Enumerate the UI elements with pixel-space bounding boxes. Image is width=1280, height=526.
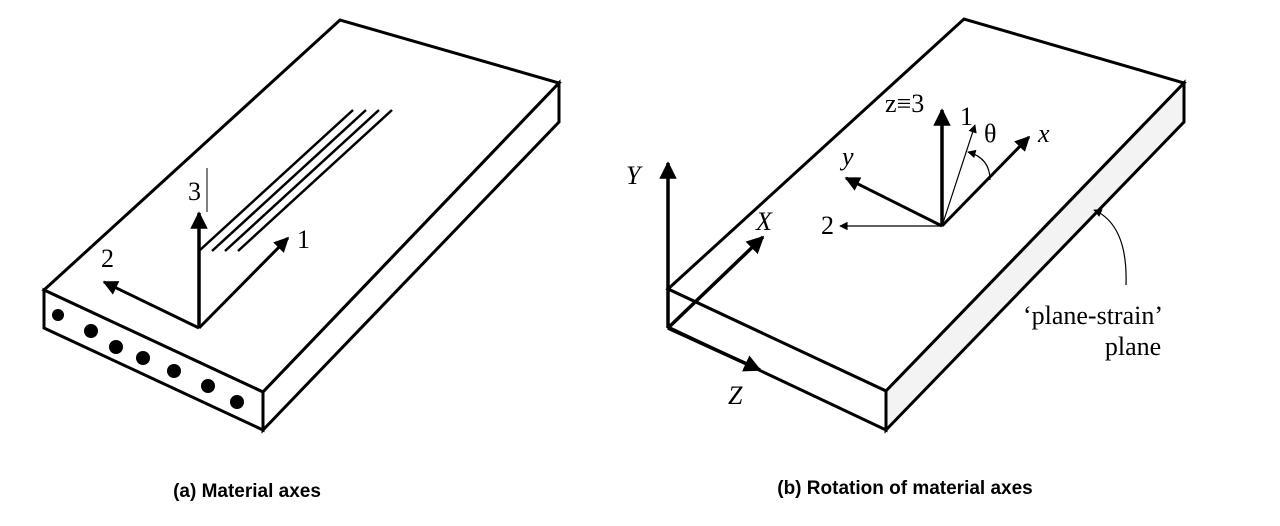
axis-y-arrow: [844, 176, 943, 228]
fiber-lines: [199, 109, 393, 252]
caption-b: (b) Rotation of material axes: [777, 478, 1033, 499]
theta-label: θ: [984, 119, 996, 148]
theta-arc: [967, 149, 991, 181]
axis-1-arrow: [197, 236, 290, 330]
fiber-cross-sections: [52, 309, 244, 409]
axis-1-arrow: [941, 124, 977, 227]
axis-2-label-b: 2: [821, 211, 834, 240]
axis-x-arrow: [940, 135, 1031, 228]
plane-strain-face: [884, 79, 1186, 434]
axis-2-label: 2: [101, 244, 114, 273]
global-axes: [659, 161, 765, 372]
axis-x-label: x: [1037, 119, 1050, 148]
axis-Z-arrow: [667, 326, 762, 372]
axis-1-label-b: 1: [960, 102, 973, 131]
annotation-leader: [1093, 209, 1127, 286]
local-axes: [839, 108, 1127, 286]
axis-z3-label: z≡3: [885, 89, 924, 118]
axis-3-label: 3: [188, 177, 201, 206]
material-axes-a: [102, 168, 290, 330]
axis-2-arrow: [102, 280, 200, 330]
axis-Z-label: Z: [728, 381, 743, 410]
panel-b-plate: [665, 17, 1187, 434]
axis-Y-label: Y: [626, 161, 643, 190]
annotation-line1: ‘plane-strain’: [1023, 301, 1163, 330]
axis-y-label: y: [839, 142, 854, 171]
panel-a-plate: [41, 18, 562, 434]
axis-1-label: 1: [297, 225, 310, 254]
caption-a: (a) Material axes: [173, 481, 321, 502]
annotation-line2: plane: [1105, 332, 1161, 361]
axis-X-arrow: [666, 235, 765, 330]
axis-X-label: X: [755, 207, 773, 236]
